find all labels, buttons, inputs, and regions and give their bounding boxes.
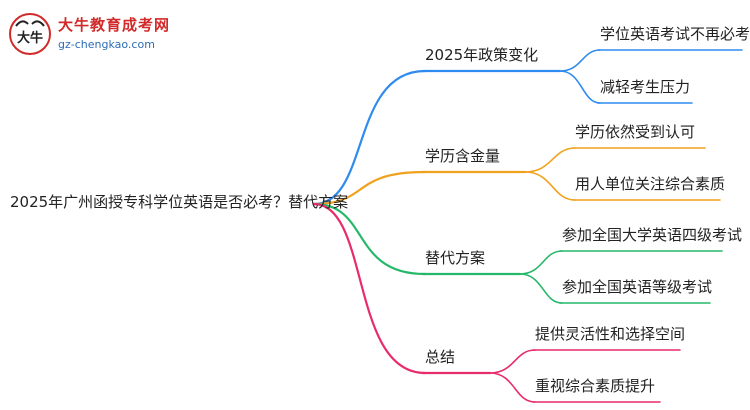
child-label: 减轻考生压力 <box>600 78 691 96</box>
branch-connector <box>312 170 427 206</box>
branch-connector <box>312 69 427 206</box>
branch-connector <box>312 202 427 276</box>
child-connector <box>519 250 563 275</box>
site-logo[interactable]: 大牛 大牛教育成考网 gz-chengkao.com <box>8 10 198 60</box>
child-connector <box>559 49 601 72</box>
branch-connector <box>312 202 427 375</box>
child-label: 参加全国大学英语四级考试 <box>562 226 743 244</box>
branch-label: 学历含金量 <box>425 147 501 165</box>
child-connector <box>489 349 536 374</box>
child-label: 提供灵活性和选择空间 <box>535 325 686 343</box>
child-label: 学历依然受到认可 <box>575 123 696 141</box>
child-connector <box>524 171 576 201</box>
child-connector <box>489 372 536 403</box>
child-label: 学位英语考试不再必考 <box>600 25 750 43</box>
child-label: 重视综合素质提升 <box>535 377 656 395</box>
child-connector <box>559 70 601 104</box>
child-connector <box>524 147 576 173</box>
child-connector <box>519 273 563 304</box>
site-url[interactable]: gz-chengkao.com <box>58 38 155 51</box>
site-name: 大牛教育成考网 <box>58 16 171 34</box>
child-label: 用人单位关注综合素质 <box>575 175 726 193</box>
branch-label: 替代方案 <box>425 249 486 267</box>
branch-label: 2025年政策变化 <box>425 46 539 64</box>
branch-label: 总结 <box>425 348 456 366</box>
child-label: 参加全国英语等级考试 <box>562 278 713 296</box>
root-topic: 2025年广州函授专科学位英语是否必考？替代方案 <box>10 193 349 211</box>
bull-logo-icon: 大牛 <box>9 13 51 55</box>
logo-mark-text: 大牛 <box>17 30 43 46</box>
